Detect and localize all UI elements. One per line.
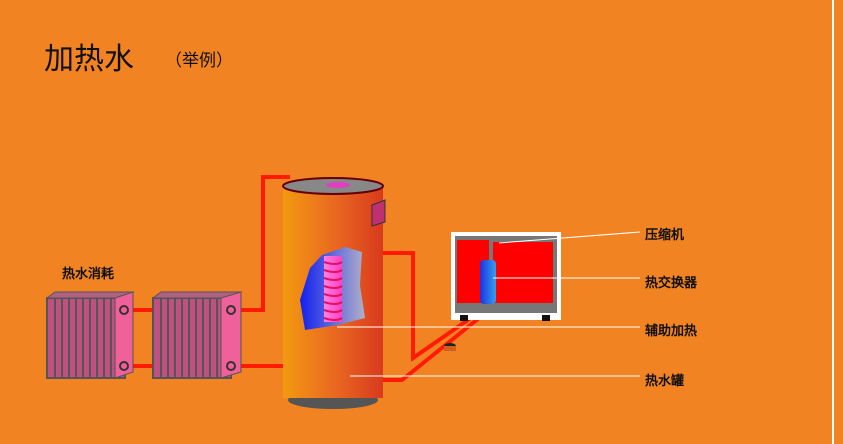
hot-water-tank bbox=[282, 177, 386, 409]
slide-subtitle: （举例） bbox=[165, 51, 233, 71]
label-aux-heating: 辅助加热 bbox=[645, 324, 698, 339]
label-hot-water-consumption: 热水消耗 bbox=[62, 267, 115, 282]
pipe-port bbox=[119, 361, 129, 371]
radiator-2 bbox=[151, 291, 243, 379]
radiator-1 bbox=[45, 291, 135, 379]
label-heat-exchanger: 热交换器 bbox=[645, 276, 698, 291]
thermostat-box bbox=[371, 199, 386, 227]
slide-edge-line bbox=[832, 0, 834, 444]
heat-exchanger bbox=[480, 260, 496, 304]
slide-title: 加热水 bbox=[44, 42, 134, 77]
pipe-port bbox=[226, 305, 236, 315]
top-fitting bbox=[326, 182, 350, 188]
heating-coil bbox=[323, 256, 343, 322]
pipe-port bbox=[226, 361, 236, 371]
callout-lines bbox=[337, 231, 641, 377]
label-hot-water-tank: 热水罐 bbox=[645, 374, 685, 389]
heat-pump-unit bbox=[451, 232, 561, 321]
pipe-port bbox=[119, 305, 129, 315]
label-compressor: 压缩机 bbox=[645, 228, 685, 243]
pump bbox=[444, 343, 456, 351]
